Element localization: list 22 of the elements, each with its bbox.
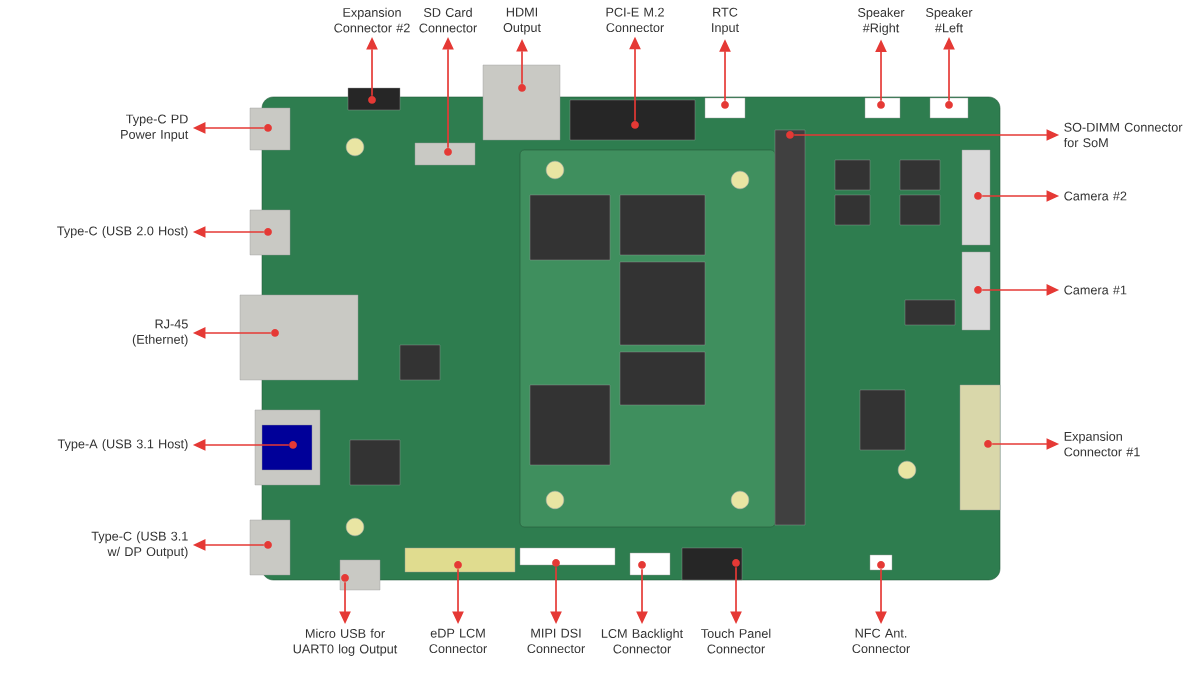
callout-label: Micro USB for UART0 log Output [293, 628, 398, 656]
callout-label: Expansion Connector #2 [334, 7, 410, 33]
callout-label: Type-A (USB 3.1 Host) [57, 439, 188, 451]
callout-label: Speaker #Right [858, 7, 905, 35]
callout-label: eDP LCM Connector [429, 628, 487, 654]
callout-label: Expansion Connector #1 [1064, 431, 1140, 457]
callout-label: Type-C (USB 3.1 w/ DP Output) [91, 531, 188, 559]
callout-label: SO-DIMM Connector for SoM [1063, 122, 1183, 148]
callout-label: Type-C PD Power Input [121, 114, 189, 142]
callout-label: RJ-45 (Ethernet) [132, 319, 188, 347]
callout-label: HDMI Output [503, 7, 541, 35]
callout-label: Type-C (USB 2.0 Host) [57, 226, 188, 238]
callout-label: Camera #2 [1064, 191, 1127, 201]
callout-label: Touch Panel Connector [701, 628, 771, 654]
callout-label: MIPI DSI Connector [527, 628, 585, 654]
callout-label: NFC Ant. Connector [852, 628, 910, 654]
callout-label: SD Card Connector [419, 7, 477, 33]
callout-label: Speaker #Left [926, 7, 973, 33]
callout-label: RTC Input [712, 7, 739, 35]
callout-label: Camera #1 [1064, 285, 1127, 295]
callout-label: LCM Backlight Connector [601, 628, 684, 654]
callout-label: PCI-E M.2 Connector [606, 7, 664, 33]
